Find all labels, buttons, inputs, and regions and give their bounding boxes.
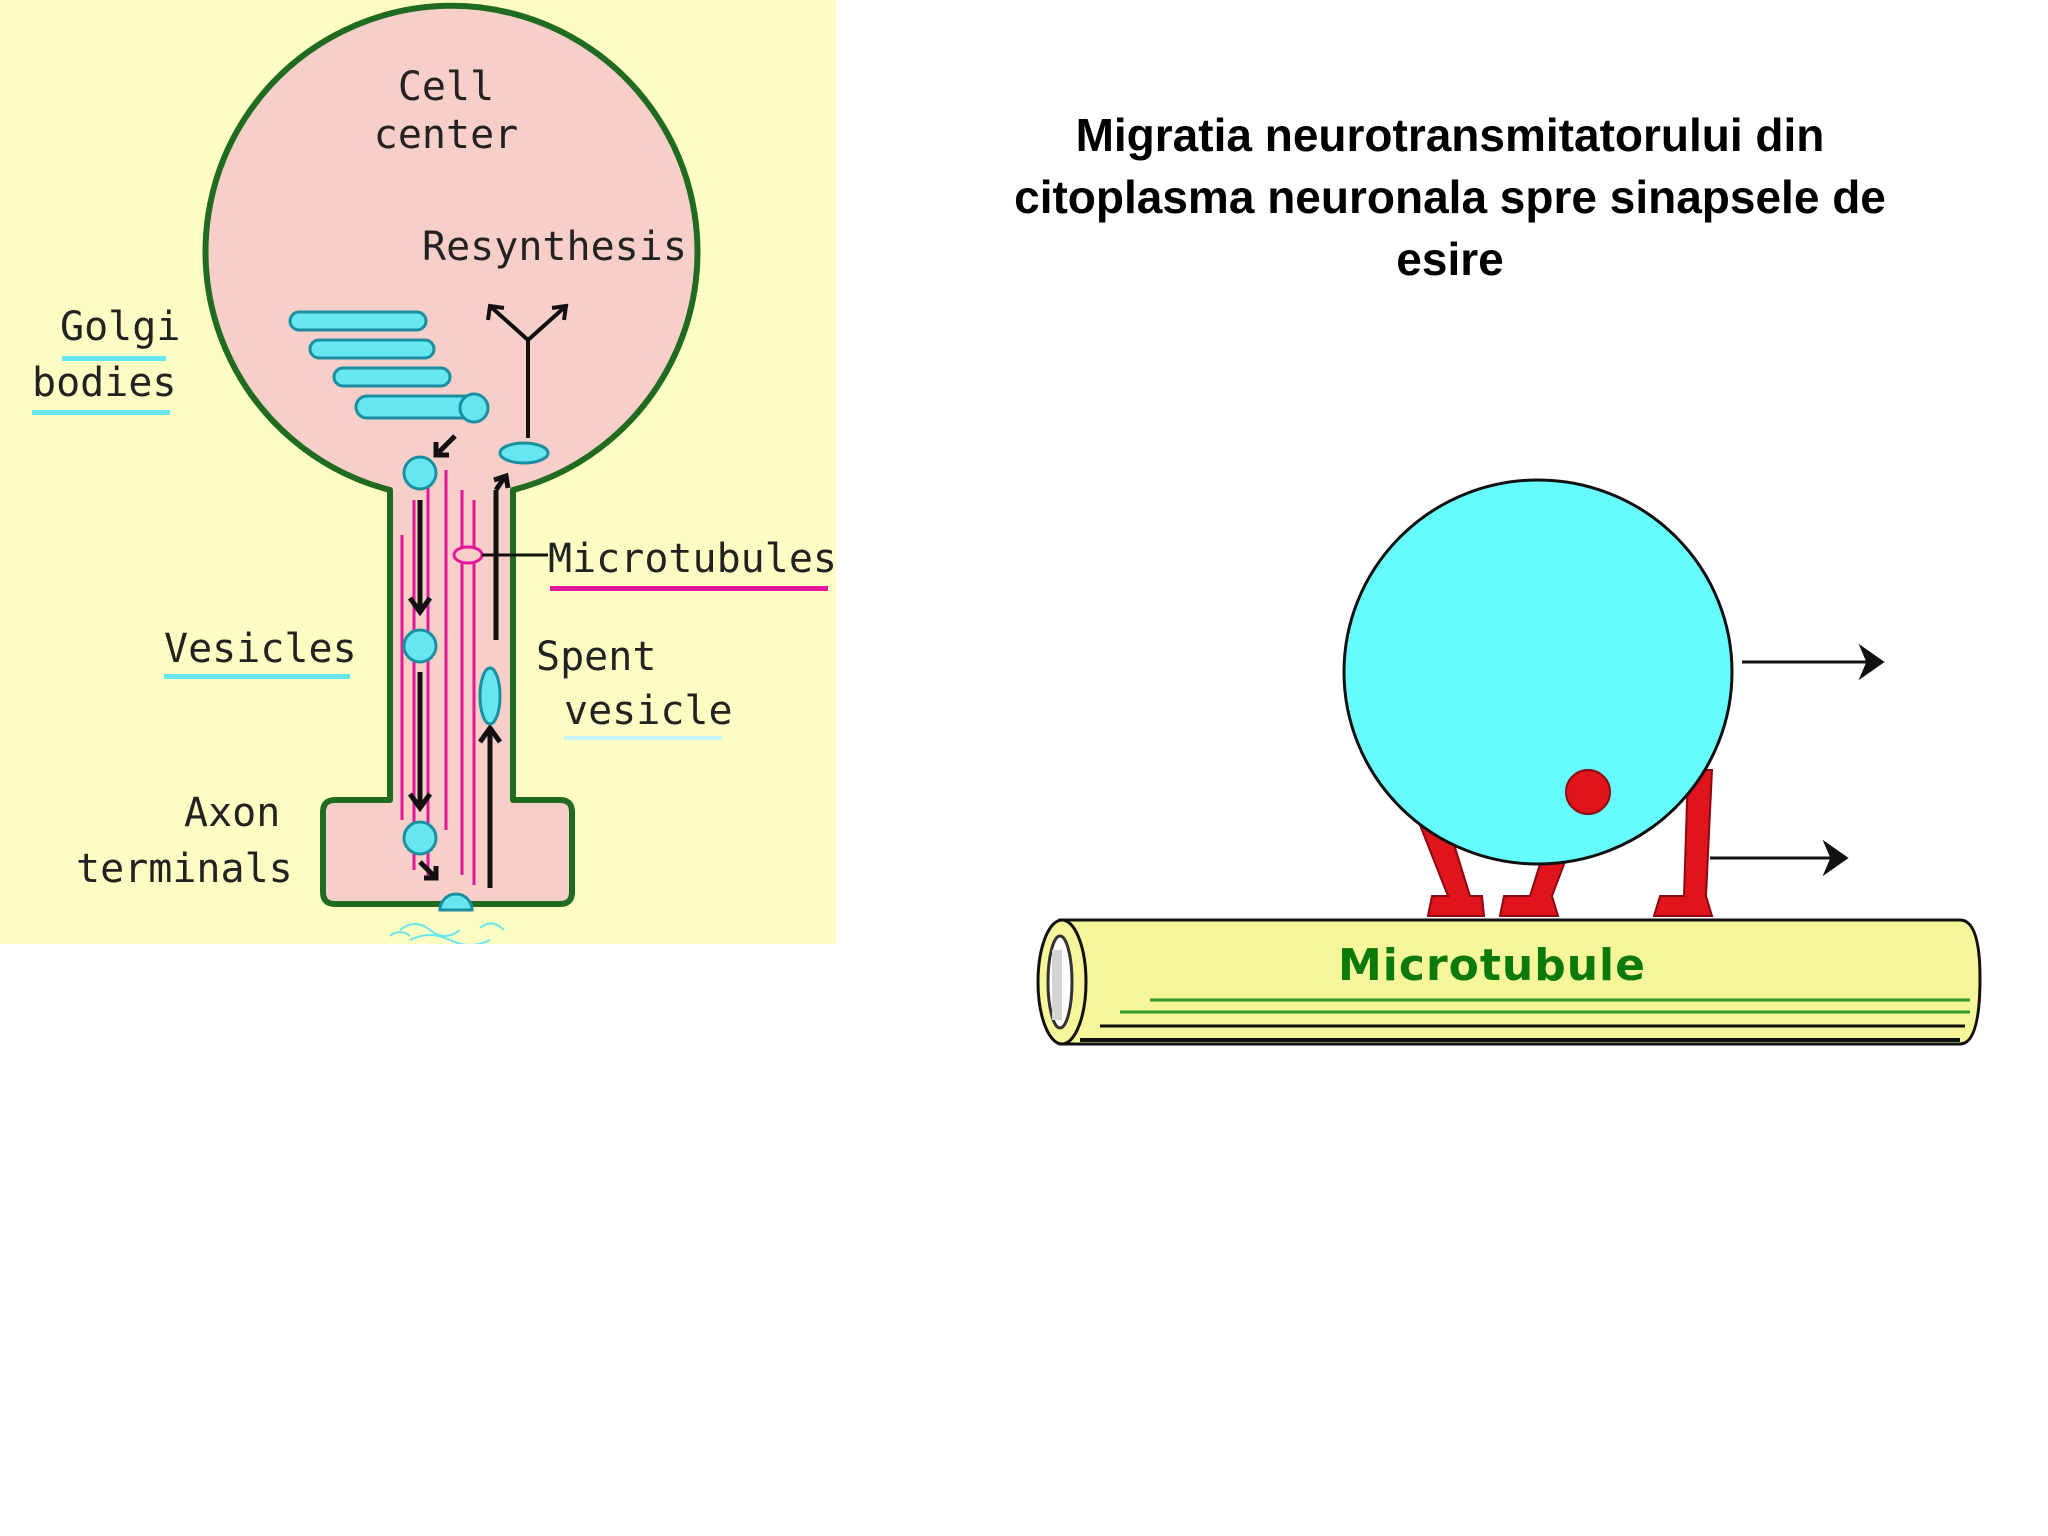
vesicle-transport-arrows bbox=[407, 434, 511, 888]
golgi-bodies bbox=[288, 310, 490, 424]
axon-label-line1: Axon bbox=[184, 790, 280, 836]
golgi-underline-2 bbox=[32, 410, 170, 415]
neurotransmitter-release bbox=[389, 922, 505, 944]
neuron-transport-diagram: Cell center Resynthesis Golgi bodies Mic… bbox=[0, 0, 836, 944]
golgi-label-line1: Golgi bbox=[60, 304, 180, 350]
golgi-label-line2: bodies bbox=[32, 360, 177, 406]
vesicles bbox=[402, 455, 502, 912]
resynthesis-arrow bbox=[486, 303, 569, 438]
vesicle-2 bbox=[402, 628, 438, 664]
vesicles-underline bbox=[164, 674, 350, 679]
vesicles-label: Vesicles bbox=[164, 626, 357, 672]
spent-vesicle-label-line2: vesicle bbox=[564, 688, 733, 734]
microtubule-label: Microtubule bbox=[1338, 940, 1646, 991]
cell-center-label-line2: center bbox=[374, 112, 519, 158]
golgi-underline-1 bbox=[62, 356, 166, 361]
vesicle-3 bbox=[402, 820, 438, 856]
spent-vesicle-label-line1: Spent bbox=[536, 634, 656, 680]
microtubules-label: Microtubules bbox=[548, 536, 836, 582]
direction-arrows bbox=[1710, 643, 1885, 877]
spent-vesicle-underline bbox=[564, 736, 722, 740]
microtubule-cylinder bbox=[1036, 918, 1982, 1046]
axon-label-line2: terminals bbox=[76, 846, 293, 892]
vesicle-1 bbox=[402, 455, 438, 491]
released-vesicle bbox=[438, 892, 474, 912]
cell-center-label-line1: Cell bbox=[398, 64, 494, 110]
neuron-cell-outline bbox=[202, 2, 701, 907]
microtubules-underline bbox=[550, 586, 828, 591]
cargo-vesicle bbox=[1342, 478, 1734, 866]
slide-title: Migratia neurotransmitatorului din citop… bbox=[1014, 109, 1886, 285]
spent-vesicle bbox=[478, 666, 502, 726]
resynthesis-label: Resynthesis bbox=[422, 224, 687, 270]
spent-vesicle-top bbox=[498, 441, 550, 465]
